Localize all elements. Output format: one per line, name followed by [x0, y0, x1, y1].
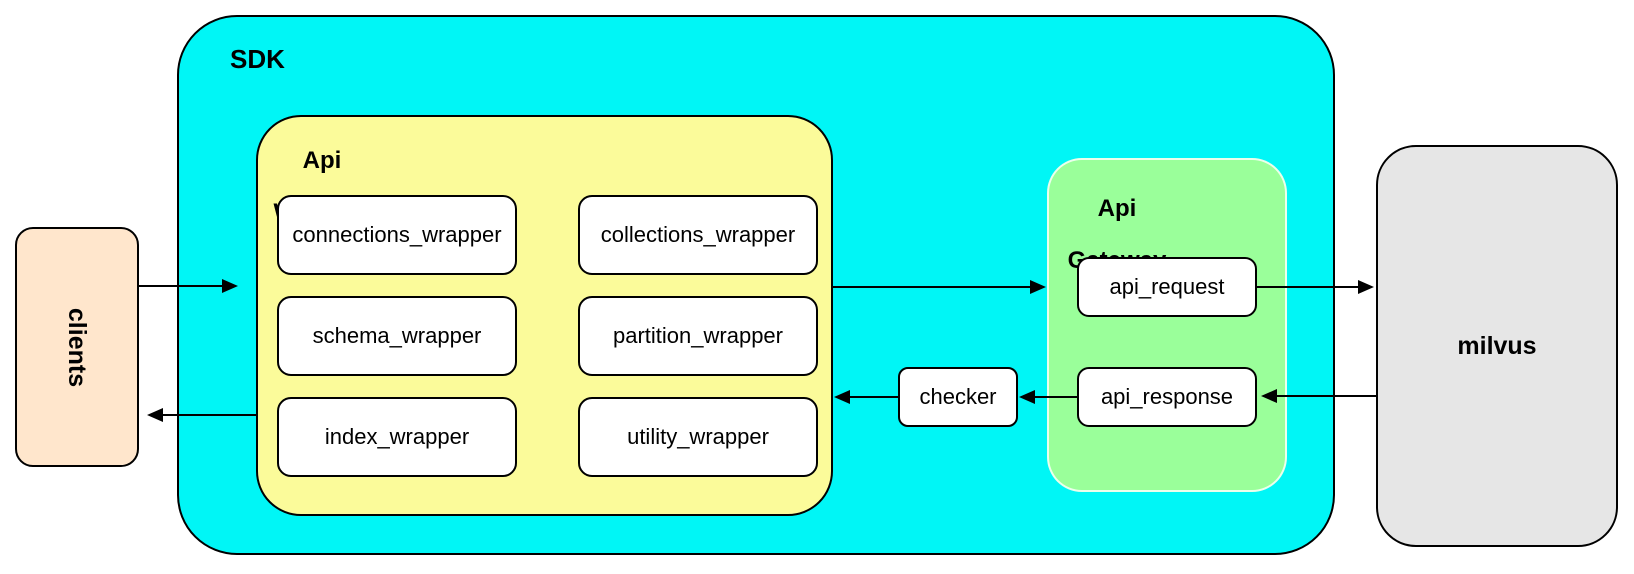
- clients-node: clients: [15, 227, 139, 467]
- checker-node: checker: [898, 367, 1018, 427]
- api-gateway-container: Api Gateway: [1047, 158, 1287, 492]
- node-collections-wrapper: collections_wrapper: [578, 195, 818, 275]
- node-utility-wrapper: utility_wrapper: [578, 397, 818, 477]
- node-index-wrapper: index_wrapper: [277, 397, 517, 477]
- node-schema-wrapper: schema_wrapper: [277, 296, 517, 376]
- node-partition-wrapper: partition_wrapper: [578, 296, 818, 376]
- api-response-node: api_response: [1077, 367, 1257, 427]
- api-request-node: api_request: [1077, 257, 1257, 317]
- milvus-label: milvus: [1457, 331, 1537, 360]
- clients-label: clients: [63, 307, 92, 387]
- sdk-label: SDK: [230, 44, 285, 74]
- node-connections-wrapper: connections_wrapper: [277, 195, 517, 275]
- milvus-node: milvus: [1376, 145, 1618, 547]
